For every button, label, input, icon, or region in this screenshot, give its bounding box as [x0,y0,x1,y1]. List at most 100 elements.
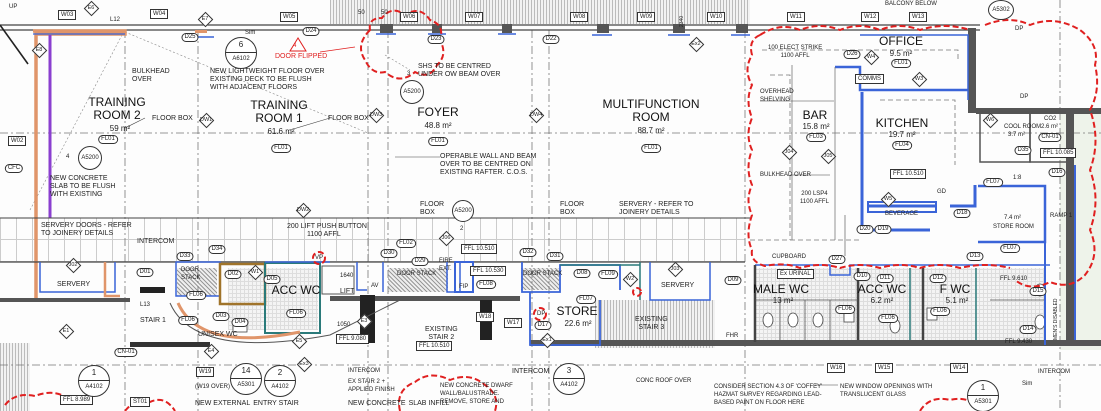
note-floor-box: FLOOR BOX [328,115,369,122]
marker-tag: E5 [293,335,305,347]
section-number: 1 [968,381,998,396]
note-new-window-openings: NEW WINDOW OPENINGS WITH TRANSLUCENT GLAS… [840,383,932,399]
marker-tag: Ex3 [298,358,310,370]
label-sim: Sim [1022,381,1033,387]
note-line: APPLIED FINISH [348,387,395,393]
section-marker[interactable]: A5200 [452,200,474,222]
section-number: 2 [460,226,464,232]
note-line: JOINERY DETAILS [619,209,680,216]
room-area: 19.7 m² [888,130,916,139]
dimension: 2340 [679,15,685,27]
label-cfc: CFC [4,164,24,173]
room-foyer-name: FOYER [417,105,459,119]
corridor-tiles [0,218,745,262]
window-tag: W09 [637,12,656,22]
stair-1-label: STAIR 1 [140,317,166,324]
note-line: 200 LIFT PUSH BUTTON [287,223,367,230]
section-marker[interactable]: A5200 [78,146,102,170]
room-area: 88.7 m² [637,126,665,135]
room-area: 48.8 m² [424,121,452,130]
section-marker[interactable]: A5302 [988,0,1014,20]
room-servery-west-name: SERVERY [57,281,91,288]
note-line: WITH ADJACENT FLOORS [210,84,297,91]
ffl-level: FFL 10.510 [416,341,453,351]
door-stack-hatch-2 [388,268,448,292]
window-tag: W18 [476,312,495,322]
floor-finish-tag: FL01 [641,144,661,153]
section-sheet: A4102 [85,384,103,390]
door-tag: D19 [874,225,892,234]
note-line: SERVERY - REFER TO [619,201,694,208]
marker-tag: FL09 [598,270,618,279]
section-sheet: A6102 [232,56,250,62]
section-marker[interactable]: A5200 [400,80,424,104]
window-tag: W04 [150,9,169,19]
room-area: 22.6 m² [564,319,592,328]
room-name-line2: ROOM 2 [93,108,141,122]
door-tag: D27 [828,255,846,264]
note-line: HAZMAT SURVEY REGARDING LEAD- [714,392,822,398]
window-tag: W02 [8,136,27,146]
note-line: NEW WINDOW OPENINGS WITH [840,384,933,390]
marker-tag: E3 [358,315,370,327]
label-door-stack: DOOR STACK [523,271,563,277]
marker-tag: J03 [669,263,681,275]
marker-tag: E7 [199,13,211,25]
section-number: 14 [231,364,261,379]
marker-tag: DP [537,311,546,317]
section-number: 3 [407,71,411,77]
note-balcony-below: BALCONY BELOW [885,1,937,7]
floor-finish-tag: FL01 [428,137,448,146]
floor-finish-tag: FL07 [1000,244,1020,253]
note-line: OPERABLE WALL AND BEAM [440,153,537,160]
ramp-label: RAMP 1 [1050,213,1073,219]
dimension: 50 [381,10,388,16]
label-mens-disabled: MEN'S DISABLED [1053,298,1059,340]
door-tag: D18 [953,209,971,218]
marker-tag: E8 [33,44,45,56]
room-store-room-name: STORE ROOM [993,224,1034,230]
note-line: SERVERY DOORS - REFER [41,222,132,229]
marker-tag: FL07 [983,178,1003,187]
marker-tag: J02 [67,259,79,271]
marker-tag: Ex1 [541,334,553,346]
room-area: 6.2 m² [870,296,894,305]
note-line: 100 ELECT STRIKE [768,45,823,51]
window-tag: W11 [787,12,805,22]
section-sheet: A5200 [454,208,472,214]
note-line: TRANSLUCENT GLASS [840,392,906,398]
window-tag: W12 [861,12,880,22]
door-tag: D03 [212,312,230,321]
note-line: 1100 AFFL [800,199,829,205]
external-stair-treads [0,343,30,411]
room-area: 2.6 m² [1041,124,1059,130]
window-tag: W08 [570,12,589,22]
note-floor-box: FLOOR BOX [152,115,193,122]
room-f-wc-name: F WC [939,282,971,296]
window-tag: W17 [504,318,523,328]
room-male-wc-name: MALE WC [752,282,810,296]
note-intercom: INTERCOM [137,238,175,245]
note-line: SLAB INFILL [408,400,450,407]
marker-tag: VP [315,255,324,261]
note-intercom: INTERCOM [348,368,380,374]
section-sheet: A5302 [992,7,1010,13]
floor-finish-tag: FL06 [930,307,950,316]
ffl-level: FFL 10.510 [890,169,927,179]
ffl-level: FFL 9.610 [1000,276,1028,282]
